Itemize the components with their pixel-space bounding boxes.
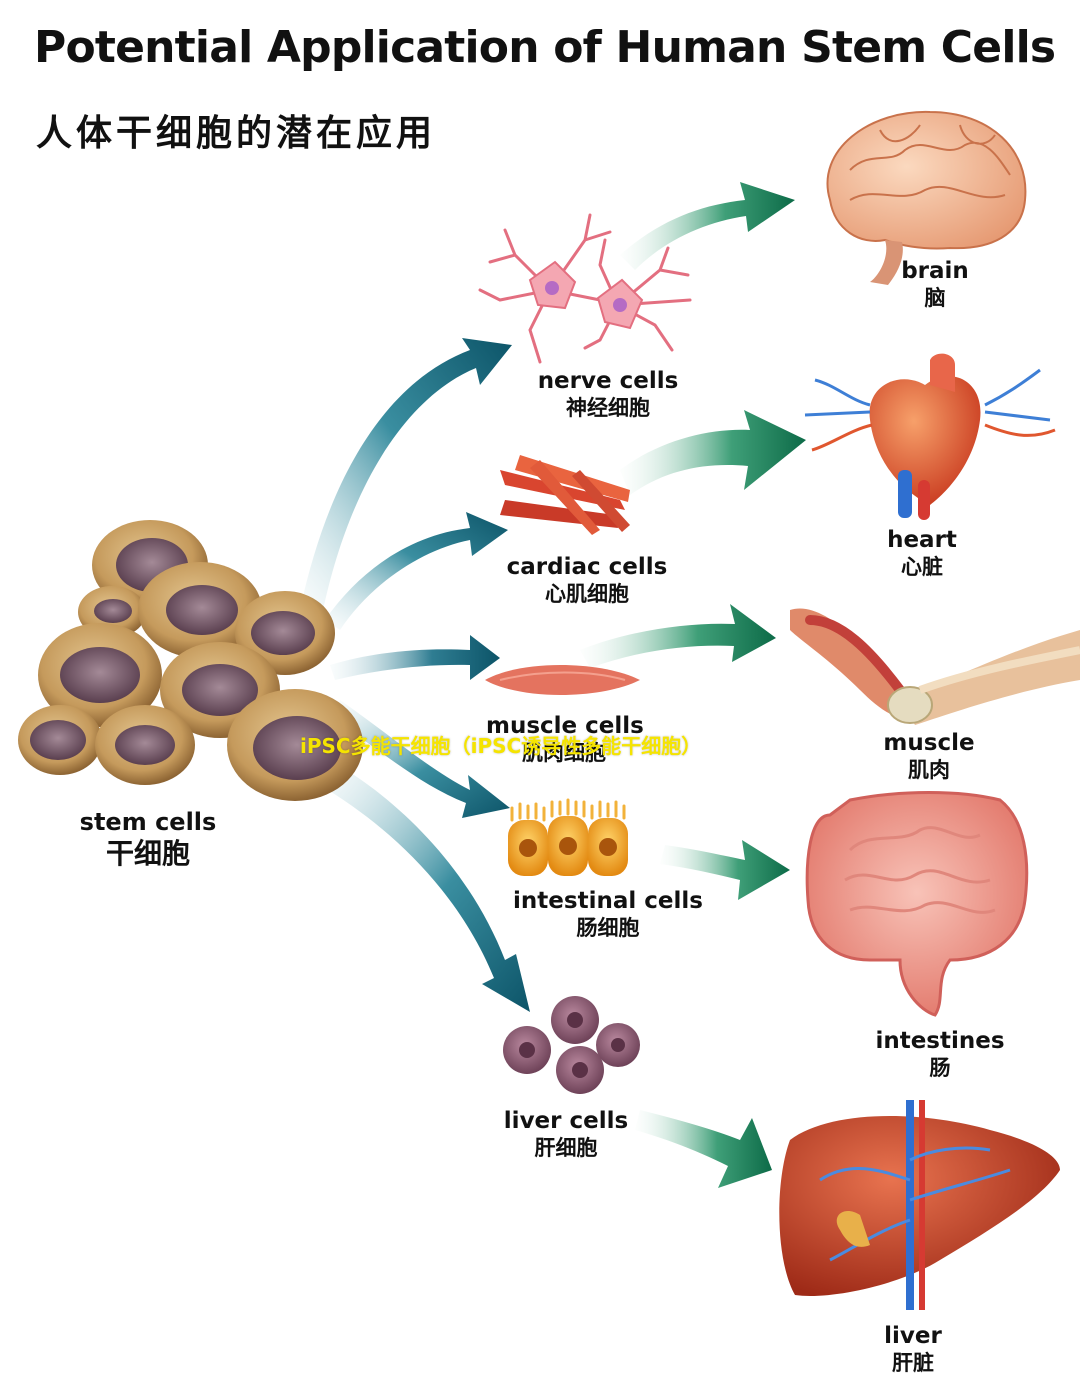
intestinal-cells-label-chinese: 肠细胞 — [576, 915, 640, 940]
brain-label-english: brain — [901, 258, 969, 284]
liver-illustration — [779, 1100, 1060, 1310]
intestinal-cells-label: intestinal cells 肠细胞 — [510, 888, 706, 941]
intestines-label: intestines 肠 — [870, 1028, 1010, 1081]
overlay-caption: iPSC多能干细胞（iPSC诱导性多能干细胞） — [300, 734, 702, 758]
title-english: Potential Application of Human Stem Cell… — [34, 22, 1056, 73]
title-chinese: 人体干细胞的潜在应用 — [36, 113, 437, 154]
intestines-label-chinese: 肠 — [929, 1055, 951, 1080]
intestinal-cells-illustration — [508, 798, 628, 876]
brain-label: brain 脑 — [885, 258, 985, 311]
cardiac-cells-label: cardiac cells 心肌细胞 — [504, 554, 670, 607]
liver-label-chinese: 肝脏 — [892, 1350, 934, 1375]
muscle-cells-label-english: muscle cells — [486, 713, 644, 739]
nerve-cells-label-chinese: 神经细胞 — [566, 395, 650, 420]
cardiac-cells-label-chinese: 心肌细胞 — [545, 581, 629, 606]
muscle-arm-illustration — [790, 608, 1080, 725]
cardiac-cells-illustration — [500, 455, 630, 535]
liver-cells-illustration — [503, 996, 640, 1094]
brain-label-chinese: 脑 — [924, 285, 946, 310]
heart-label-english: heart — [887, 527, 957, 553]
intestines-illustration — [805, 791, 1029, 1017]
blue-arrows — [300, 338, 530, 1012]
liver-cells-label-chinese: 肝细胞 — [534, 1135, 598, 1160]
muscle-cells-label-chinese: 肌肉细胞 — [522, 740, 606, 765]
stem-cells-label-english: stem cells — [79, 808, 217, 836]
intestines-label-english: intestines — [875, 1028, 1005, 1054]
brain-illustration — [826, 110, 1027, 285]
intestinal-cells-label-english: intestinal cells — [513, 888, 703, 914]
stem-cells-label-chinese: 干细胞 — [105, 836, 190, 870]
liver-cells-label: liver cells 肝细胞 — [500, 1108, 632, 1161]
muscle-cells-label: muscle cells 肌肉细胞 — [486, 713, 644, 766]
nerve-cells-label: nerve cells 神经细胞 — [528, 368, 688, 421]
muscle-label-chinese: 肌肉 — [908, 757, 950, 782]
cardiac-cells-label-english: cardiac cells — [506, 554, 668, 580]
nerve-cells-label-english: nerve cells — [537, 368, 679, 394]
heart-label-chinese: 心脏 — [901, 554, 943, 579]
liver-label-english: liver — [884, 1323, 942, 1349]
heart-illustration — [804, 353, 1056, 520]
stem-cells-label: stem cells 干细胞 — [78, 808, 218, 870]
liver-label: liver 肝脏 — [868, 1323, 958, 1376]
nerve-cells-illustration — [478, 213, 692, 364]
green-arrows — [580, 182, 806, 1188]
liver-cells-label-english: liver cells — [503, 1108, 629, 1134]
heart-label: heart 心脏 — [872, 527, 972, 580]
muscle-label: muscle 肌肉 — [874, 730, 984, 783]
muscle-cell-illustration — [485, 665, 640, 695]
muscle-label-english: muscle — [883, 730, 975, 756]
stem-cell-cluster-illustration — [18, 520, 363, 801]
